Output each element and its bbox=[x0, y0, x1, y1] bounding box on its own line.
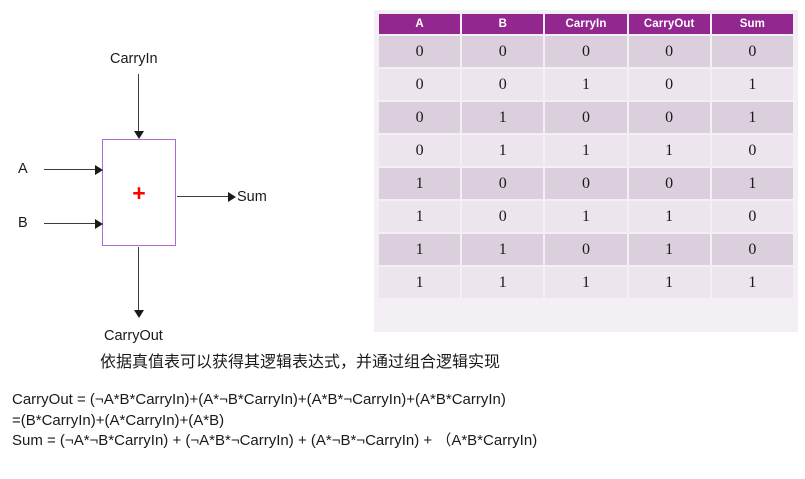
cell-sum: 0 bbox=[711, 36, 793, 67]
label-input-b: B bbox=[18, 215, 28, 231]
wire-carry-out bbox=[138, 247, 140, 311]
cell-carryin: 0 bbox=[545, 168, 627, 199]
wire-input-b bbox=[44, 223, 96, 225]
cell-carryout: 0 bbox=[628, 36, 710, 67]
formula-carryout-simplified: =(B*CarryIn)+(A*CarryIn)+(A*B) bbox=[12, 411, 225, 429]
formula-block: CarryOut = (¬A*B*CarryIn)+(A*¬B*CarryIn)… bbox=[12, 390, 537, 452]
caption-text: 依据真值表可以获得其逻辑表达式，并通过组合逻辑实现 bbox=[100, 354, 501, 371]
cell-a: 0 bbox=[379, 102, 461, 133]
arrow-down-icon-carry-in bbox=[133, 131, 144, 139]
label-sum: Sum bbox=[237, 189, 267, 205]
wire-sum bbox=[177, 196, 229, 198]
column-header-sum: Sum bbox=[711, 14, 793, 34]
arrow-down-icon-carry-out bbox=[133, 310, 144, 318]
cell-sum: 0 bbox=[711, 135, 793, 166]
cell-carryout: 1 bbox=[628, 234, 710, 265]
cell-carryin: 0 bbox=[545, 234, 627, 265]
cell-sum: 1 bbox=[711, 168, 793, 199]
full-adder-block-diagram: CarryIn + A B Sum CarryOut bbox=[0, 0, 360, 345]
cell-sum: 0 bbox=[711, 234, 793, 265]
wire-carry-in bbox=[138, 74, 140, 132]
cell-a: 0 bbox=[379, 36, 461, 67]
cell-b: 1 bbox=[462, 102, 544, 133]
label-input-a: A bbox=[18, 161, 28, 177]
truth-table: A B CarryIn CarryOut Sum 0 0 0 0 0 0 0 bbox=[377, 12, 795, 300]
adder-block bbox=[102, 139, 176, 246]
cell-carryout: 1 bbox=[628, 267, 710, 298]
cell-b: 0 bbox=[462, 168, 544, 199]
cell-a: 0 bbox=[379, 69, 461, 100]
cell-carryin: 1 bbox=[545, 201, 627, 232]
column-header-b: B bbox=[462, 14, 544, 34]
cell-carryin: 1 bbox=[545, 135, 627, 166]
arrow-right-icon-input-b bbox=[95, 218, 103, 229]
label-carry-in: CarryIn bbox=[110, 51, 158, 67]
cell-b: 1 bbox=[462, 267, 544, 298]
plus-icon: + bbox=[132, 179, 146, 206]
column-header-a: A bbox=[379, 14, 461, 34]
cell-sum: 1 bbox=[711, 102, 793, 133]
column-header-carryout: CarryOut bbox=[628, 14, 710, 34]
wire-input-a bbox=[44, 169, 96, 171]
table-row: 1 1 1 1 1 bbox=[379, 267, 793, 298]
cell-carryin: 0 bbox=[545, 36, 627, 67]
cell-carryin: 0 bbox=[545, 102, 627, 133]
cell-carryout: 0 bbox=[628, 168, 710, 199]
table-row: 0 1 0 0 1 bbox=[379, 102, 793, 133]
cell-sum: 0 bbox=[711, 201, 793, 232]
cell-sum: 1 bbox=[711, 267, 793, 298]
arrow-right-icon-input-a bbox=[95, 164, 103, 175]
arrow-right-icon-sum bbox=[228, 191, 236, 202]
table-header-row: A B CarryIn CarryOut Sum bbox=[379, 14, 793, 34]
cell-carryout: 0 bbox=[628, 102, 710, 133]
cell-carryout: 1 bbox=[628, 135, 710, 166]
label-carry-out: CarryOut bbox=[104, 328, 163, 344]
column-header-carryin: CarryIn bbox=[545, 14, 627, 34]
cell-sum: 1 bbox=[711, 69, 793, 100]
cell-carryin: 1 bbox=[545, 267, 627, 298]
formula-carryout-full: CarryOut = (¬A*B*CarryIn)+(A*¬B*CarryIn)… bbox=[12, 391, 506, 408]
table-row: 1 0 1 1 0 bbox=[379, 201, 793, 232]
cell-carryin: 1 bbox=[545, 69, 627, 100]
truth-table-panel: A B CarryIn CarryOut Sum 0 0 0 0 0 0 0 bbox=[374, 10, 798, 332]
cell-a: 1 bbox=[379, 201, 461, 232]
cell-b: 1 bbox=[462, 234, 544, 265]
cell-b: 0 bbox=[462, 201, 544, 232]
cell-a: 0 bbox=[379, 135, 461, 166]
table-row: 1 0 0 0 1 bbox=[379, 168, 793, 199]
cell-a: 1 bbox=[379, 267, 461, 298]
cell-b: 1 bbox=[462, 135, 544, 166]
cell-a: 1 bbox=[379, 168, 461, 199]
cell-b: 0 bbox=[462, 36, 544, 67]
cell-carryout: 1 bbox=[628, 201, 710, 232]
table-row: 0 1 1 1 0 bbox=[379, 135, 793, 166]
cell-a: 1 bbox=[379, 234, 461, 265]
formula-sum: Sum = (¬A*¬B*CarryIn) + (¬A*B*¬CarryIn) … bbox=[12, 432, 538, 449]
cell-carryout: 0 bbox=[628, 69, 710, 100]
table-row: 1 1 0 1 0 bbox=[379, 234, 793, 265]
table-row: 0 0 1 0 1 bbox=[379, 69, 793, 100]
table-row: 0 0 0 0 0 bbox=[379, 36, 793, 67]
cell-b: 0 bbox=[462, 69, 544, 100]
